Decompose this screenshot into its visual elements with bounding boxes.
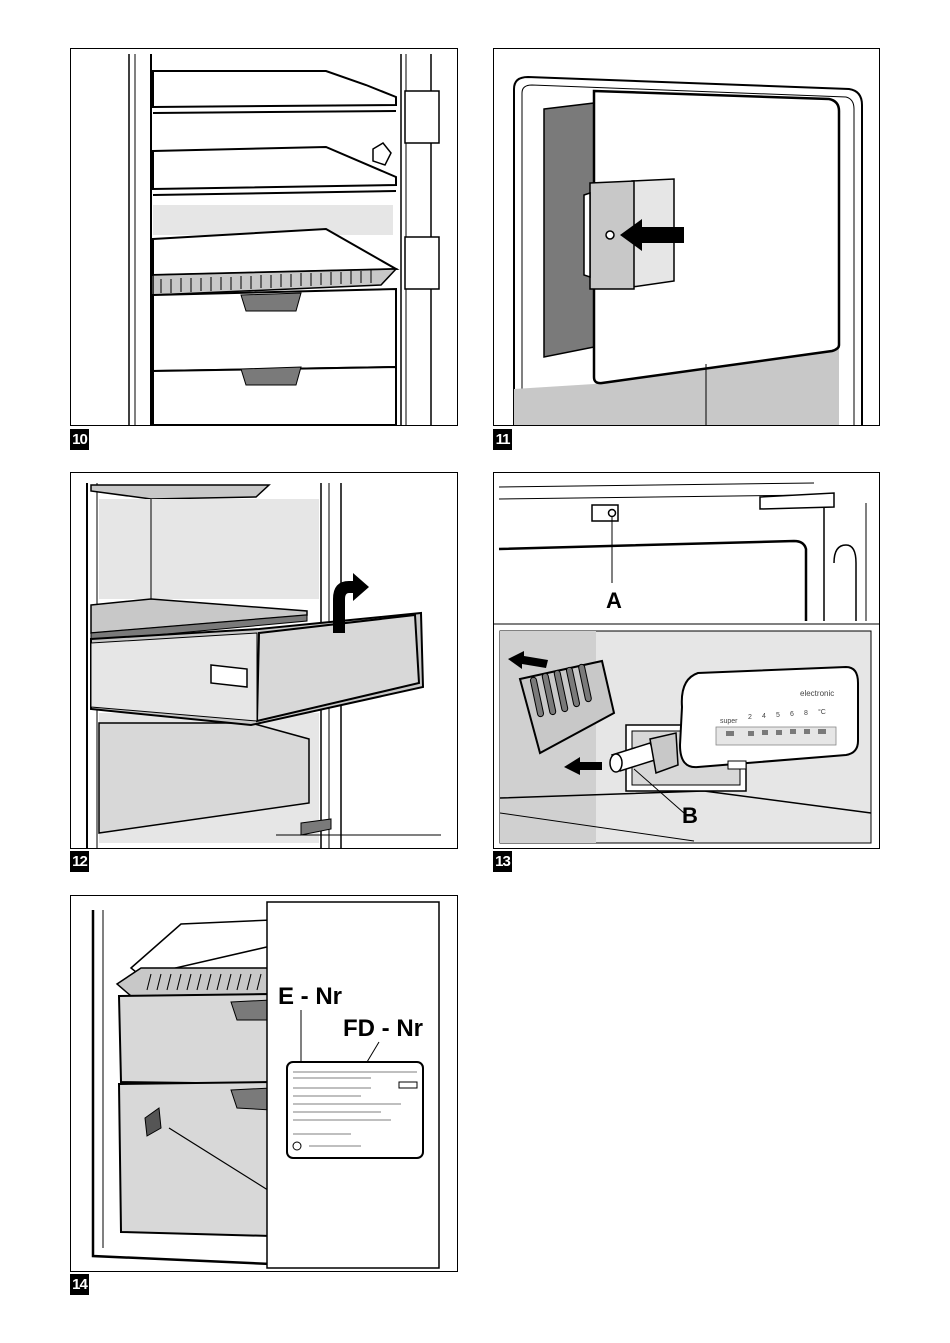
figure-11-panel <box>493 48 880 426</box>
figure-10-number: 10 <box>70 429 89 450</box>
figure-13-number: 13 <box>493 851 512 872</box>
rating-plate-illustration: E - Nr FD - Nr <box>91 901 440 1269</box>
display-unit: °C <box>818 708 826 716</box>
figure-14-number: 14 <box>70 1274 89 1295</box>
display-super: super <box>720 718 738 725</box>
rating-plate <box>286 1061 424 1159</box>
drawer-removal-illustration <box>86 483 441 848</box>
display-scale-2: 5 <box>776 712 780 719</box>
display-scale-0: 2 <box>748 714 752 721</box>
temperature-sensor-illustration: A B electronic <box>494 482 879 844</box>
figure-13-panel: A B electronic <box>493 472 880 849</box>
label-b: B <box>682 803 698 828</box>
freezer-door-illustration <box>513 75 863 425</box>
label-a: A <box>606 588 622 613</box>
figure-12-number: 12 <box>70 851 89 872</box>
display-scale-1: 4 <box>762 713 766 720</box>
label-fd-nr: FD - Nr <box>343 1015 423 1042</box>
label-e-nr: E - Nr <box>278 983 342 1010</box>
display-scale-4: 8 <box>804 710 808 717</box>
display-scale-3: 6 <box>790 711 794 718</box>
fridge-shelves-illustration <box>128 54 440 425</box>
figure-10-panel <box>70 48 458 426</box>
figure-14-panel: E - Nr FD - Nr <box>70 895 458 1272</box>
display-brand: electronic <box>800 689 834 698</box>
figure-12-panel <box>70 472 458 849</box>
figure-11-number: 11 <box>493 429 512 450</box>
